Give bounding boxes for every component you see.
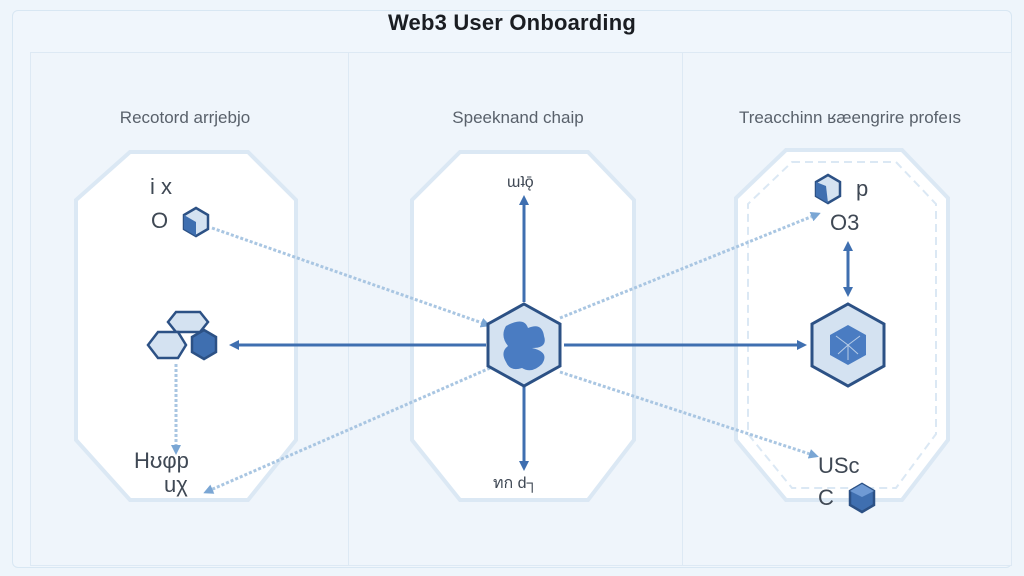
blockchain-node-hex-icon xyxy=(810,302,886,388)
center-bottom-label: ทก d┐ xyxy=(493,475,538,492)
connector-top-left-to-hub xyxy=(211,226,491,328)
panel-octagon-right-inner xyxy=(747,161,937,489)
left-bottom-label-1: Hʊφp xyxy=(134,448,189,473)
connector-hub-to-bottom-left xyxy=(203,366,491,494)
cube-icon-top-right xyxy=(814,173,842,205)
cube-icon-top-left xyxy=(182,206,210,238)
left-bottom-label-2: uχ xyxy=(164,472,188,497)
column-label-center: Speeknand chaip xyxy=(452,108,584,127)
right-bottom-label-2: C xyxy=(818,485,834,510)
left-top-label-1: i x xyxy=(150,174,172,199)
column-label-left: Recotord arrjebjo xyxy=(119,108,251,127)
cube-icon-bottom-right xyxy=(848,482,876,514)
column-label-right: Treacchinn ʁæengrire profeıs xyxy=(738,108,962,127)
diagram-title: Web3 User Onboarding xyxy=(387,10,637,35)
hex-cluster-icon xyxy=(146,310,218,361)
center-top-label: ɯʇǭ xyxy=(507,174,534,191)
right-bottom-label-1: USc xyxy=(818,453,860,478)
central-hub-hex-icon xyxy=(486,302,562,388)
left-top-label-2: O xyxy=(151,208,169,233)
right-top-label-2: O3 xyxy=(830,210,860,235)
right-top-label-1: p xyxy=(856,176,869,201)
connector-hub-to-top-right xyxy=(559,211,821,320)
